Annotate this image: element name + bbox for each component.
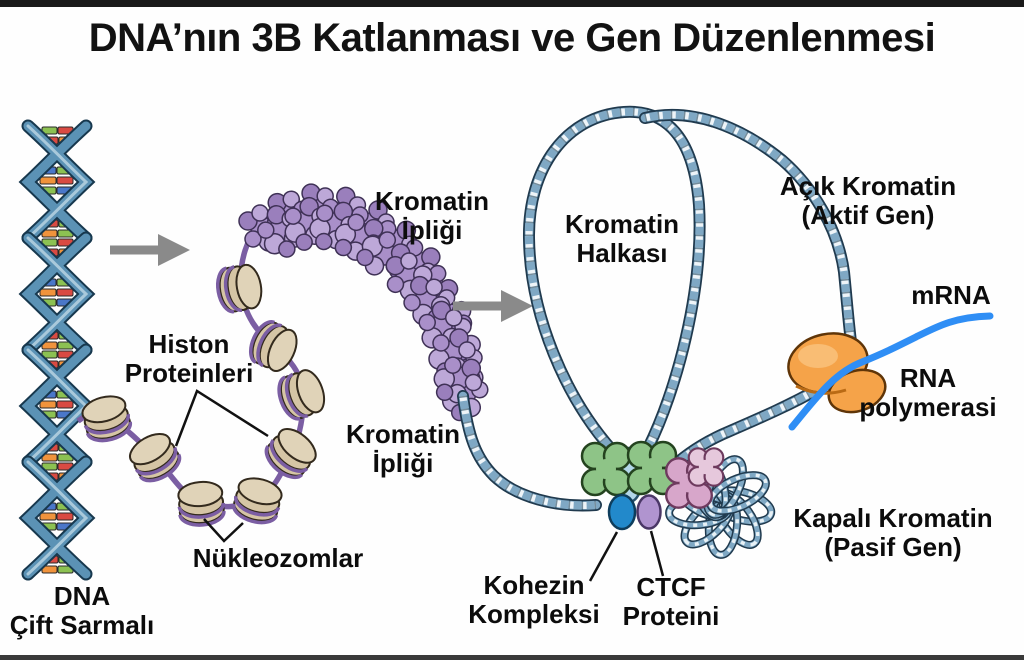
mrna-strand (788, 312, 994, 431)
chromatin-loop-illustration (457, 105, 858, 512)
nucleosomes-label: Nükleozomlar (192, 543, 364, 573)
rna-polymerase-illustration (787, 332, 887, 414)
chromatin-fiber-lower-label: Kromatin İpliği (345, 419, 461, 478)
mrna-label: mRNA (911, 280, 991, 310)
ctcf-oval (636, 494, 662, 530)
chromatin-loop-label: Kromatin Halkası (564, 209, 680, 268)
closed-chromatin-label: Kapalı Kromatin (Pasif Gen) (793, 503, 993, 562)
rna-polymerase-label: RNA polymerasi (859, 363, 997, 422)
diagram-title: DNA’nın 3B Katlanması ve Gen Düzenlenmes… (88, 16, 936, 60)
dna-double-helix-illustration (28, 126, 86, 574)
open-chromatin-strand (639, 108, 858, 356)
histone-proteins-label: Histon Proteinleri (125, 330, 254, 387)
dna-to-nucleosome-arrow-icon (110, 234, 190, 266)
dna-double-helix-label: DNA Çift Sarmalı (9, 581, 155, 640)
pointer-lines (174, 389, 665, 582)
histone-proteins-label-line2: Proteinleri (124, 357, 254, 388)
open-chromatin-label: Açık Kromatin (Aktif Gen) (779, 171, 957, 230)
cohesin-complex-label: Kohezin Kompleksi (468, 570, 600, 629)
histone-proteins-label-line1: Histon (148, 329, 230, 359)
cohesin-ring (607, 493, 637, 531)
top-border-strip (0, 0, 1024, 7)
nucleosome-string-illustration (76, 221, 332, 529)
chromatin-fiber-upper-label: Kromatin İpliği (374, 186, 490, 245)
cohesin-ctcf-complex-illustration (580, 440, 725, 531)
bottom-border-strip (0, 655, 1024, 660)
ctcf-protein-label: CTCF Proteini (622, 572, 720, 631)
